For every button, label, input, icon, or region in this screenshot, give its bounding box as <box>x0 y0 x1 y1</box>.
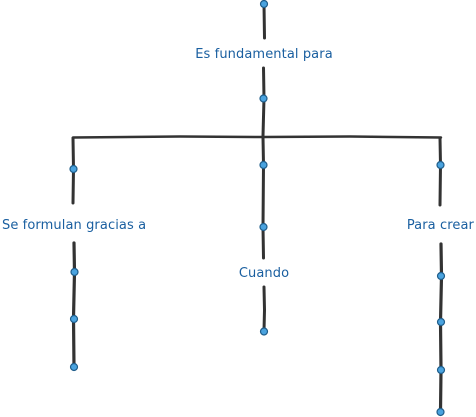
label-root: Es fundamental para <box>195 47 333 62</box>
dot-middle-2 <box>259 222 268 232</box>
root-stem-top <box>262 2 266 40</box>
right-branch-lower <box>438 242 444 414</box>
dot-root-bottom <box>259 94 268 103</box>
dot-left-3 <box>69 314 79 324</box>
label-middle: Cuando <box>239 266 289 281</box>
dot-right-2 <box>436 271 446 281</box>
dot-left-4 <box>69 362 79 372</box>
dot-left-1 <box>69 164 78 174</box>
dot-middle-1 <box>259 160 268 170</box>
dot-middle-3 <box>259 327 269 336</box>
label-left: Se formulan gracias a <box>2 218 146 233</box>
dot-right-1 <box>436 160 445 170</box>
dot-right-3 <box>436 317 446 327</box>
middle-branch-lower <box>262 285 266 333</box>
horizontal-bus <box>71 135 443 139</box>
connectors <box>71 2 444 414</box>
connection-points <box>69 0 446 417</box>
dot-root-top <box>259 0 269 9</box>
dot-left-2 <box>70 267 79 277</box>
label-right: Para crear <box>407 218 475 233</box>
left-branch-lower <box>71 241 77 369</box>
middle-branch-upper <box>261 135 265 260</box>
dot-right-4 <box>436 365 446 375</box>
node-labels: Es fundamental para Se formulan gracias … <box>2 47 475 281</box>
right-branch-upper <box>438 136 442 207</box>
dot-right-5 <box>436 407 445 417</box>
